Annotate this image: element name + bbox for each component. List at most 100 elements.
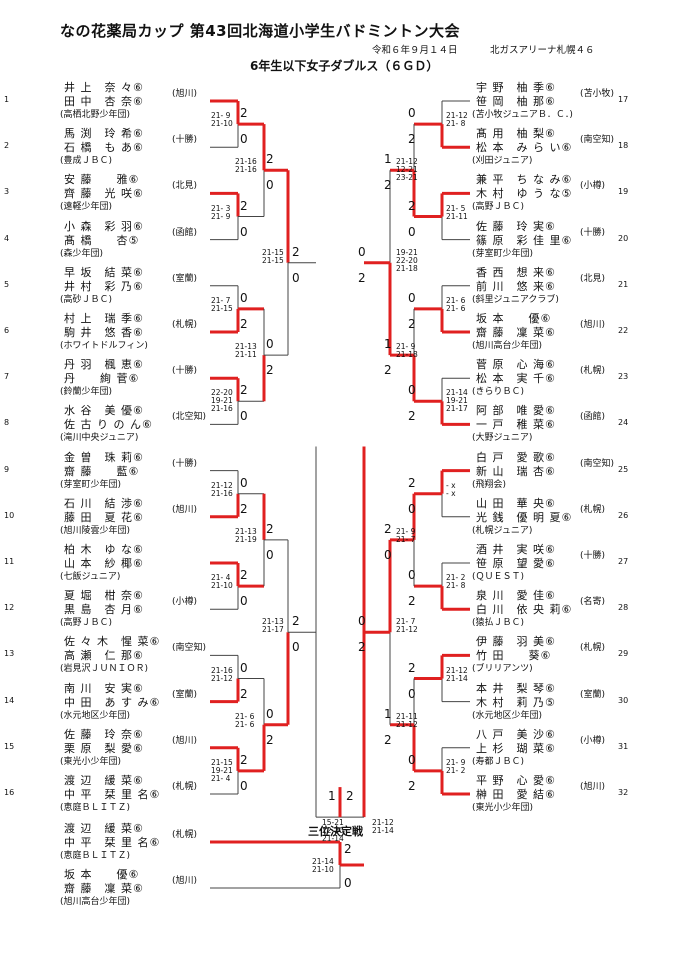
player-name: 笹 原 望 愛⑥ bbox=[476, 557, 556, 570]
match-result: 0 bbox=[408, 501, 416, 516]
player-name: 井 上 奈 々⑥ bbox=[64, 81, 144, 94]
player-name: 佐 々 木 惺 菜⑥ bbox=[64, 635, 161, 649]
region-label: (小樽) bbox=[580, 181, 606, 192]
match-result: 0 bbox=[408, 686, 416, 701]
match-result: 0 bbox=[408, 752, 416, 767]
entry-seed: 22 bbox=[618, 326, 629, 335]
player-name: 田 中 杏 奈⑥ bbox=[64, 95, 144, 108]
match-result: 2 bbox=[266, 152, 274, 167]
match-result: 2 bbox=[408, 409, 416, 424]
entry-seed: 31 bbox=[618, 741, 629, 751]
team-name: (苫小牧ジュニアＢ．Ｃ．) bbox=[472, 110, 573, 120]
player-name: 齋 藤 藍⑥ bbox=[64, 464, 140, 478]
team-name: (きらりＢＣ) bbox=[472, 387, 525, 398]
player-name: 山 本 紗 椰⑥ bbox=[64, 557, 144, 570]
region-label: (十勝) bbox=[580, 227, 606, 238]
region-label: (札幌) bbox=[580, 504, 606, 515]
player-name: 齋 藤 凜 菜⑥ bbox=[64, 882, 144, 895]
team-name: (旭川高台少年団) bbox=[472, 341, 543, 351]
team-name: (豊成ＪＢＣ) bbox=[60, 156, 113, 167]
player-name: 木 村 ゆ う な⑤ bbox=[476, 187, 573, 201]
entry-seed: 12 bbox=[4, 603, 15, 613]
player-name: 八 戸 美 沙⑥ bbox=[476, 727, 556, 741]
match-result: 0 bbox=[266, 337, 274, 352]
region-label: (南空知) bbox=[580, 135, 615, 146]
entry-seed: 18 bbox=[618, 141, 629, 151]
player-name: 馬 渕 玲 希⑥ bbox=[64, 127, 144, 141]
match-result: 1 bbox=[384, 337, 392, 352]
match-result: 2 bbox=[384, 178, 392, 193]
team-name: (高野ＪＢＣ) bbox=[472, 202, 525, 213]
third-place-label: 三位決定戦 bbox=[308, 825, 363, 838]
player-name: 本 井 梨 琴⑥ bbox=[476, 681, 556, 695]
match-result: 0 bbox=[408, 224, 416, 239]
player-name: 黒 島 杏 月⑥ bbox=[64, 603, 144, 617]
player-name: 光 銭 優 明 夏⑥ bbox=[476, 510, 573, 524]
entry-seed: 7 bbox=[4, 372, 10, 382]
match-result: 2 bbox=[384, 521, 392, 536]
entry-seed: 24 bbox=[618, 418, 629, 428]
region-label: (南空知) bbox=[172, 643, 207, 654]
match-result: 0 bbox=[240, 594, 248, 609]
player-name: 早 坂 結 菜⑥ bbox=[64, 265, 144, 279]
final-result-left: 1 bbox=[328, 789, 336, 804]
entry-seed: 8 bbox=[4, 418, 10, 428]
region-label: (旭川) bbox=[172, 504, 198, 515]
match-result: 0 bbox=[240, 778, 248, 793]
player-name: 丹 絢 菅⑥ bbox=[64, 372, 140, 386]
player-name: 平 野 心 愛⑥ bbox=[476, 774, 556, 787]
player-name: 中 平 栞 里 名⑥ bbox=[64, 836, 161, 849]
player-name: 水 谷 美 優⑥ bbox=[64, 404, 144, 418]
entry-seed: 17 bbox=[618, 95, 629, 104]
match-result: 2 bbox=[408, 132, 416, 147]
player-name: 金 曽 珠 莉⑥ bbox=[64, 450, 144, 464]
match-result: 1 bbox=[384, 152, 392, 167]
entry-seed: 28 bbox=[618, 603, 629, 613]
match-result: 2 bbox=[408, 198, 416, 213]
player-name: 柏 木 ゆ な⑥ bbox=[64, 543, 144, 556]
match-result: 0 bbox=[292, 640, 300, 655]
team-name: (恵庭ＢＬＩＴＺ) bbox=[60, 803, 131, 813]
region-label: (十勝) bbox=[172, 135, 198, 146]
team-name: (恵庭ＢＬＩＴＺ) bbox=[60, 851, 131, 861]
player-name: 夏 堀 柑 奈⑥ bbox=[64, 589, 144, 603]
entry-seed: 19 bbox=[618, 187, 629, 197]
match-result: 2 bbox=[240, 752, 248, 767]
match-result: 2 bbox=[240, 383, 248, 398]
entry-seed: 1 bbox=[4, 95, 10, 104]
match-result: 0 bbox=[358, 244, 366, 259]
team-name: (大野ジュニア) bbox=[472, 433, 533, 444]
player-name: 松 本 み ら い⑥ bbox=[476, 141, 573, 155]
match-result: 2 bbox=[408, 316, 416, 331]
match-result: 2 bbox=[240, 686, 248, 701]
region-label: (旭川) bbox=[172, 89, 198, 99]
team-name: (水元地区少年団) bbox=[472, 710, 543, 721]
entry-seed: 5 bbox=[4, 279, 10, 289]
match-result: 0 bbox=[240, 290, 248, 305]
region-label: (室蘭) bbox=[172, 273, 198, 284]
entry-seed: 20 bbox=[618, 233, 629, 243]
region-label: (十勝) bbox=[172, 366, 198, 377]
player-name: 坂 本 優⑥ bbox=[64, 868, 140, 881]
match-result: 0 bbox=[384, 547, 392, 562]
player-name: 駒 井 悠 香⑥ bbox=[64, 326, 144, 339]
match-result: 2 bbox=[408, 660, 416, 675]
team-name: (遠軽少年団) bbox=[60, 202, 113, 213]
region-label: (小樽) bbox=[172, 597, 198, 608]
team-name: (猿払ＪＢＣ) bbox=[472, 618, 525, 629]
match-result: 0 bbox=[408, 106, 416, 121]
player-name: 山 田 華 央⑥ bbox=[476, 496, 556, 510]
region-label: (旭川) bbox=[172, 735, 198, 746]
match-result: 0 bbox=[240, 475, 248, 490]
player-name: 香 西 想 来⑥ bbox=[476, 265, 556, 279]
region-label: (旭川) bbox=[580, 782, 606, 792]
region-label: (室蘭) bbox=[580, 689, 606, 700]
player-name: 栗 原 梨 愛⑥ bbox=[64, 741, 144, 755]
